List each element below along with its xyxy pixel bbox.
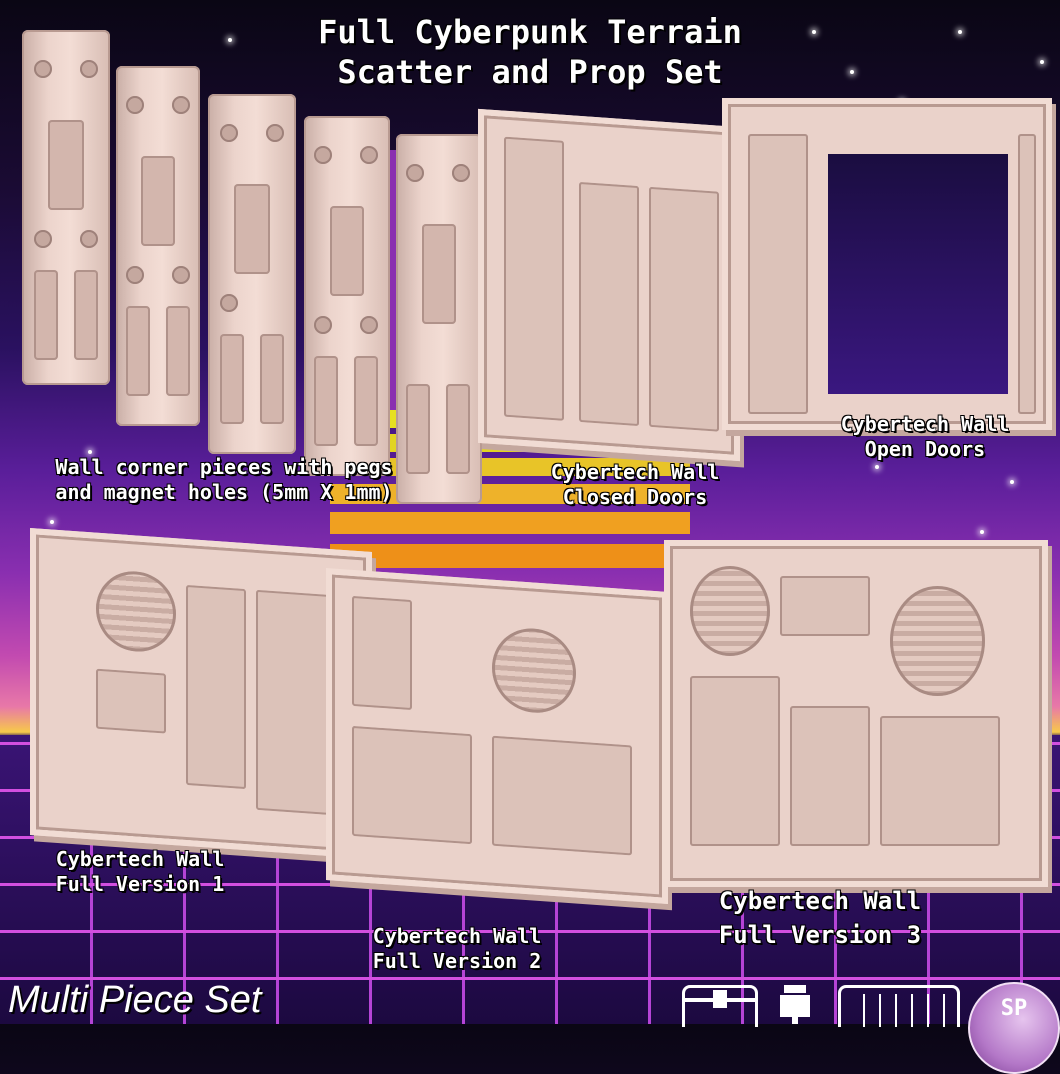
cybertech-wall-open-doors <box>722 98 1052 430</box>
label-full-v2: Cybertech Wall Full Version 2 <box>372 924 542 973</box>
star <box>980 530 984 534</box>
star <box>875 465 879 469</box>
cybertech-wall-full-v2 <box>326 568 668 904</box>
star <box>88 450 92 454</box>
star <box>50 520 54 524</box>
title-line-2: Scatter and Prop Set <box>337 53 723 91</box>
resin-printer-icon <box>780 985 810 1024</box>
star <box>850 70 854 74</box>
cybertech-wall-full-v1 <box>30 528 372 859</box>
star <box>812 30 816 34</box>
cybertech-wall-closed-doors <box>478 108 740 462</box>
label-closed-doors: Cybertech Wall Closed Doors <box>550 460 720 509</box>
label-corner-pieces: Wall corner pieces with pegs and magnet … <box>55 455 393 504</box>
corner-pillar-1 <box>22 30 110 385</box>
title-line-1: Full Cyberpunk Terrain <box>318 13 742 51</box>
star <box>1010 480 1014 484</box>
corner-pillar-3 <box>208 94 296 454</box>
label-open-doors: Cybertech Wall Open Doors <box>840 412 1010 461</box>
multi-piece-set-tagline: Multi Piece Set <box>8 979 262 1021</box>
brand-logo: SP <box>968 982 1060 1074</box>
star <box>228 38 232 42</box>
product-render: Full Cyberpunk Terrain Scatter and Prop … <box>0 12 1060 1074</box>
3d-printer-icon <box>682 985 758 1027</box>
star <box>1040 60 1044 64</box>
page-title: Full Cyberpunk Terrain Scatter and Prop … <box>0 12 1060 92</box>
label-full-v3: Cybertech Wall Full Version 3 <box>718 887 922 949</box>
corner-pillar-4 <box>304 116 390 476</box>
cybertech-wall-full-v3 <box>664 540 1048 887</box>
supports-icon <box>838 985 960 1027</box>
corner-pillar-2 <box>116 66 200 426</box>
corner-pillar-5 <box>396 134 482 504</box>
star <box>958 30 962 34</box>
label-full-v1: Cybertech Wall Full Version 1 <box>55 847 225 896</box>
open-doorway <box>828 154 1008 394</box>
